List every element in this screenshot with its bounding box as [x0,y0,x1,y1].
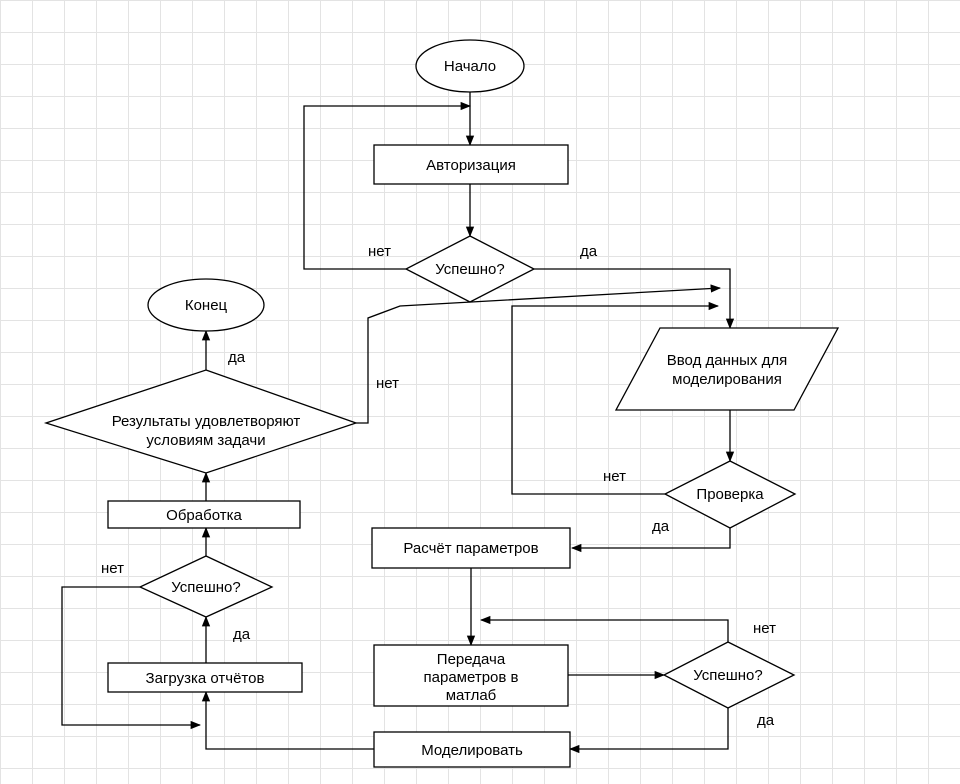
edge-model-load [201,690,374,750]
start-label: Начало [444,58,496,75]
load-yes-label: да [233,626,251,643]
transfer-node: Передача параметров в матлаб [373,644,569,707]
auth-check-node: Успешно? [404,235,536,303]
check-label: Проверка [696,486,764,503]
transfer-check-shape [662,641,796,709]
check-shape [663,460,797,529]
transfer-check-node: Успешно? [662,641,796,709]
auth-node: Авторизация [373,144,569,185]
end-shape [147,278,265,332]
check-no-label: нет [603,468,626,485]
transfer-label-line-1: Передача [437,651,506,668]
transfer-yes-label: да [757,712,775,729]
transfer-label-line-3: матлаб [446,687,497,704]
end-label: Конец [185,297,228,314]
auth-check-label: Успешно? [435,261,505,278]
model-shape [373,731,571,768]
load-check-shape [138,555,274,618]
process-label: Обработка [166,507,242,524]
transfer-label-line-2: параметров в [424,669,519,686]
check-node: Проверка [663,460,797,529]
end-node: Конец [147,278,265,332]
auth-check-shape [404,235,536,303]
calc-label: Расчёт параметров [403,540,538,557]
auth-label: Авторизация [426,157,516,174]
auth-shape [373,144,569,185]
input-label-line-2: моделирования [672,371,782,388]
results-node: Результаты удовлетворяют условиям задачи [43,369,359,474]
input-shape [614,327,840,411]
model-node: Моделировать [373,731,571,768]
calc-shape [371,527,571,569]
process-node: Обработка [107,500,301,529]
edge-check-yes [570,528,731,553]
edge-transfer-yes [568,708,729,754]
edge-check-no [511,301,720,495]
input-label-line-1: Ввод данных для [667,352,787,369]
edge-labels: нет да нет да нет да нет да нет да [101,243,776,729]
edge-results-no [356,284,722,424]
load-check-label: Успешно? [171,579,241,596]
edge-load-no [61,586,202,730]
results-no-label: нет [376,375,399,392]
load-label: Загрузка отчётов [146,670,265,687]
edge-transfer-no [479,615,729,642]
load-check-node: Успешно? [138,555,274,618]
edges [61,92,735,754]
input-node: Ввод данных для моделирования [614,327,840,411]
start-node: Начало [415,39,525,93]
calc-node: Расчёт параметров [371,527,571,569]
results-label-line-2: условиям задачи [146,432,265,449]
transfer-shape [373,644,569,707]
edge-auth-yes [534,268,735,330]
load-node: Загрузка отчётов [107,662,303,693]
check-yes-label: да [652,518,670,535]
auth-yes-label: да [580,243,598,260]
auth-no-label: нет [368,243,391,260]
load-no-label: нет [101,560,124,577]
load-shape [107,662,303,693]
process-shape [107,500,301,529]
transfer-no-label: нет [753,620,776,637]
results-shape [43,369,359,474]
edge-auth-no-loop [303,101,472,270]
start-shape [415,39,525,93]
model-label: Моделировать [421,742,523,759]
results-label-line-1: Результаты удовлетворяют [112,413,301,430]
results-yes-label: да [228,349,246,366]
transfer-check-label: Успешно? [693,667,763,684]
